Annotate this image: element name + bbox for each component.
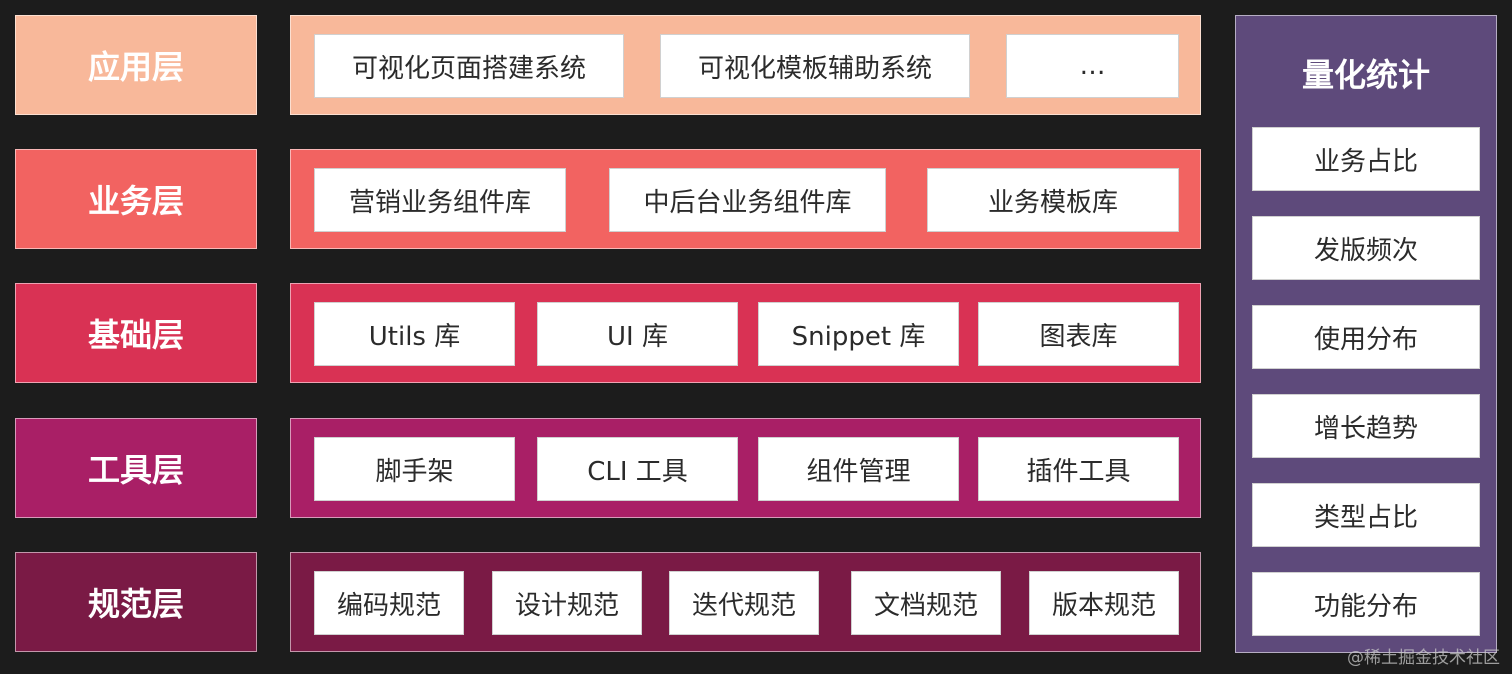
side-item-growth-trend: 增长趋势 <box>1252 394 1480 458</box>
box-ui-lib: UI 库 <box>537 302 738 366</box>
layer-label-tools: 工具层 <box>15 418 257 518</box>
layer-label-application: 应用层 <box>15 15 257 115</box>
layer-band-foundation: Utils 库 UI 库 Snippet 库 图表库 <box>290 283 1201 383</box>
box-visual-template-helper: 可视化模板辅助系统 <box>660 34 970 98</box>
side-item-business-ratio: 业务占比 <box>1252 127 1480 191</box>
layer-band-business: 营销业务组件库 中后台业务组件库 业务模板库 <box>290 149 1201 249</box>
box-scaffold: 脚手架 <box>314 437 515 501</box>
side-item-usage-distribution: 使用分布 <box>1252 305 1480 369</box>
box-snippet-lib: Snippet 库 <box>758 302 959 366</box>
layer-band-tools: 脚手架 CLI 工具 组件管理 插件工具 <box>290 418 1201 518</box>
box-marketing-component-lib: 营销业务组件库 <box>314 168 566 232</box>
box-admin-component-lib: 中后台业务组件库 <box>609 168 886 232</box>
box-plugin-tool: 插件工具 <box>978 437 1179 501</box>
layer-label-standards: 规范层 <box>15 552 257 652</box>
side-item-type-ratio: 类型占比 <box>1252 483 1480 547</box>
box-utils-lib: Utils 库 <box>314 302 515 366</box>
layer-label-business: 业务层 <box>15 149 257 249</box>
box-cli-tool: CLI 工具 <box>537 437 738 501</box>
side-panel-title: 量化统计 <box>1301 56 1430 94</box>
box-doc-standard: 文档规范 <box>851 571 1001 635</box>
layer-label-foundation: 基础层 <box>15 283 257 383</box>
box-visual-page-builder: 可视化页面搭建系统 <box>314 34 624 98</box>
layer-band-standards: 编码规范 设计规范 迭代规范 文档规范 版本规范 <box>290 552 1201 652</box>
side-panel-metrics: 量化统计 业务占比 发版频次 使用分布 增长趋势 类型占比 功能分布 <box>1235 15 1497 653</box>
box-chart-lib: 图表库 <box>978 302 1179 366</box>
box-version-standard: 版本规范 <box>1029 571 1179 635</box>
watermark: @稀土掘金技术社区 <box>1347 648 1500 668</box>
layer-band-application: 可视化页面搭建系统 可视化模板辅助系统 … <box>290 15 1201 115</box>
box-coding-standard: 编码规范 <box>314 571 464 635</box>
box-more-ellipsis: … <box>1006 34 1179 98</box>
side-item-feature-distribution: 功能分布 <box>1252 572 1480 636</box>
box-iteration-standard: 迭代规范 <box>669 571 819 635</box>
box-business-template-lib: 业务模板库 <box>927 168 1179 232</box>
box-design-standard: 设计规范 <box>492 571 642 635</box>
box-component-management: 组件管理 <box>758 437 959 501</box>
side-item-release-frequency: 发版频次 <box>1252 216 1480 280</box>
